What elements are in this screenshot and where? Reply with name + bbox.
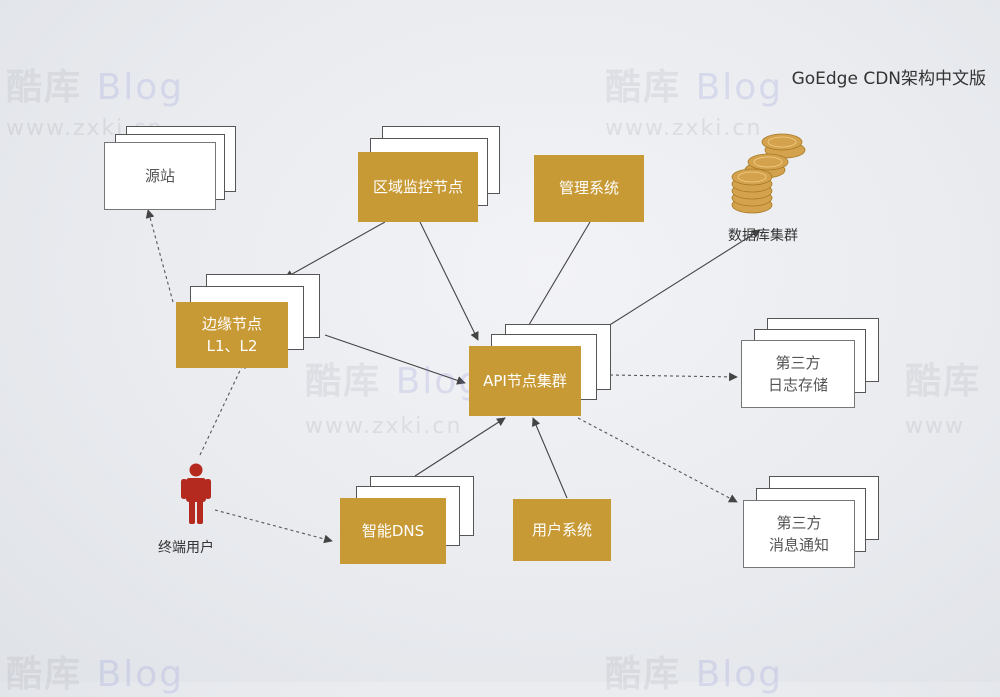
- origin-label: 源站: [104, 142, 216, 210]
- message-line2: 消息通知: [768, 536, 829, 554]
- log-storage-line1: 第三方: [775, 353, 821, 372]
- edge-monitor-to-edge: [284, 221, 386, 279]
- edge-user-to-edge: [199, 359, 246, 456]
- watermark-brand: 酷库: [905, 361, 982, 402]
- smart-dns-node[interactable]: 智能DNS: [340, 476, 475, 564]
- watermark-brand: 酷库 Blog: [6, 654, 185, 695]
- edge-label-level: L1、L2: [206, 337, 258, 355]
- person-icon: [181, 463, 211, 524]
- edge-label-name: 边缘节点: [201, 314, 262, 333]
- edge-admin-to-api: [519, 221, 591, 341]
- watermark-url: www.zxki.cn: [305, 414, 463, 439]
- watermark-brand: 酷库 Blog: [6, 67, 185, 108]
- edge-dns-to-api: [414, 417, 506, 477]
- connections-layer: [145, 133, 806, 544]
- region-monitor-label: 区域监控节点: [358, 152, 478, 222]
- watermark-url: www.zxki.cn: [605, 116, 763, 141]
- edge-user-to-dns: [214, 509, 333, 544]
- edge-node[interactable]: 边缘节点 L1、L2: [176, 274, 324, 368]
- edge-api-to-message: [577, 417, 738, 503]
- stacked-coins-icon: [731, 133, 806, 214]
- log-storage-line2: 日志存储: [767, 376, 828, 394]
- edge-usersystem-to-api: [532, 417, 568, 499]
- region-monitor-node[interactable]: 区域监控节点: [358, 126, 500, 222]
- message-line1: 第三方: [776, 513, 822, 532]
- edge-api-to-logs: [609, 372, 738, 382]
- message-node[interactable]: 第三方 消息通知: [743, 476, 881, 568]
- smart-dns-label: 智能DNS: [340, 498, 446, 564]
- api-cluster-node[interactable]: API节点集群: [469, 324, 611, 416]
- edge-api-to-database: [596, 229, 761, 334]
- api-cluster-label: API节点集群: [469, 346, 581, 416]
- origin-node[interactable]: 源站: [104, 126, 236, 210]
- user-system-node[interactable]: 用户系统: [513, 499, 611, 561]
- watermark-brand: 酷库 Blog: [305, 361, 484, 402]
- end-user-label: 终端用户: [158, 540, 214, 556]
- edge-monitor-to-api: [419, 221, 479, 341]
- edge-edge-to-origin: [145, 209, 174, 303]
- edge-edge-to-api: [324, 334, 466, 385]
- database-label: 数据库集群: [728, 228, 798, 244]
- watermark-brand: 酷库 Blog: [605, 654, 784, 695]
- watermark-brand: 酷库 Blog: [605, 67, 784, 108]
- log-storage-node[interactable]: 第三方 日志存储: [741, 318, 881, 408]
- diagram-title: GoEdge CDN架构中文版: [791, 69, 986, 89]
- watermark-url: www: [905, 414, 965, 439]
- admin-node[interactable]: 管理系统: [534, 155, 644, 222]
